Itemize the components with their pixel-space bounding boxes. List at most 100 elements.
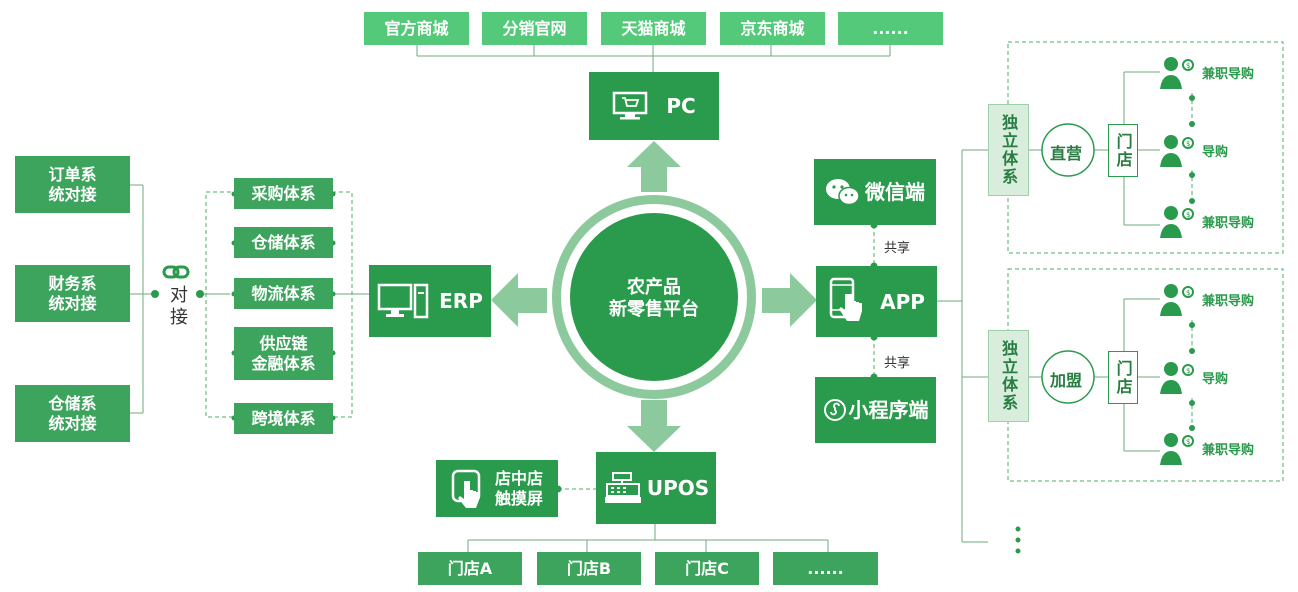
- store-label: 门店B: [566, 558, 612, 578]
- erp-system-box: 采购体系: [234, 178, 333, 209]
- wechat-box: 微信端: [814, 159, 936, 225]
- shopping-guide-icon: $: [1160, 135, 1194, 167]
- store-label: 门店A: [447, 558, 493, 578]
- guide-label: 兼职导购: [1202, 293, 1255, 309]
- shopping-guide-icon: $: [1160, 362, 1194, 394]
- dock-label: 对 接: [170, 285, 188, 329]
- guide-item: $ 兼职导购: [1160, 431, 1254, 465]
- guide-item: $ 兼职导购: [1160, 55, 1254, 89]
- shopping-guide-icon: $: [1160, 57, 1194, 89]
- erp-system-label: 供应链: [259, 334, 308, 354]
- erp-system-label: 跨境体系: [251, 408, 316, 428]
- desktop-computer-icon: [377, 283, 429, 319]
- erp-system-box: 仓储体系: [234, 227, 333, 258]
- left-system-line2: 统对接: [48, 184, 97, 204]
- independent-system-box: 独立体系: [988, 330, 1029, 422]
- touch-icon: [451, 469, 481, 508]
- upos-label: UPOS: [646, 476, 710, 500]
- monitor-cart-icon: [613, 91, 648, 120]
- left-system-line1: 仓储系: [48, 394, 97, 414]
- platform-line1: 农产品: [627, 277, 681, 299]
- svg-text:$: $: [1186, 140, 1190, 148]
- dock-line1: 对: [170, 285, 188, 306]
- cash-register-icon: [604, 472, 641, 503]
- independent-label: 独立体系: [999, 340, 1019, 412]
- guide-item: $ 导购: [1160, 133, 1228, 167]
- channel-box: 官方商城: [364, 12, 469, 45]
- erp-label: ERP: [439, 289, 483, 313]
- left-system-box: 订单系 统对接: [15, 156, 130, 213]
- erp-system-label: 金融体系: [251, 353, 316, 373]
- independent-system-box: 独立体系: [988, 104, 1029, 196]
- store-label: ......: [807, 558, 844, 578]
- store-node-label: 门店: [1113, 359, 1133, 396]
- miniprogram-icon: [823, 399, 846, 421]
- erp-system-label: 仓储体系: [251, 232, 316, 252]
- channel-label: 分销官网: [502, 18, 567, 38]
- svg-text:$: $: [1186, 367, 1190, 375]
- store-box: 门店B: [537, 552, 641, 585]
- store-box: ......: [773, 552, 878, 585]
- app-box: APP: [816, 266, 937, 337]
- guide-item: $ 兼职导购: [1160, 282, 1254, 316]
- touch-label: 店中店 触摸屏: [495, 469, 543, 507]
- guide-item: $ 导购: [1160, 360, 1228, 394]
- direct-label: 直营: [1050, 144, 1083, 163]
- channel-label: ......: [872, 18, 909, 38]
- erp-system-label: 物流体系: [251, 283, 316, 303]
- shopping-guide-icon: $: [1160, 433, 1194, 465]
- app-label: APP: [880, 289, 925, 314]
- erp-system-box: 供应链 金融体系: [234, 327, 333, 380]
- left-system-box: 财务系 统对接: [15, 265, 130, 322]
- pc-label: PC: [666, 94, 696, 118]
- dock-line2: 接: [170, 307, 188, 328]
- store-node-label: 门店: [1113, 132, 1133, 169]
- guide-label: 兼职导购: [1202, 442, 1255, 458]
- independent-label: 独立体系: [999, 114, 1019, 186]
- pc-box: PC: [589, 72, 719, 140]
- store-box: 门店A: [418, 552, 522, 585]
- left-system-box: 仓储系 统对接: [15, 385, 130, 442]
- franchise-label: 加盟: [1050, 371, 1083, 390]
- channel-box: 分销官网: [482, 12, 587, 45]
- store-node: 门店: [1108, 351, 1138, 404]
- store-label: 门店C: [685, 558, 729, 578]
- shopping-guide-icon: $: [1160, 206, 1194, 238]
- chain-link-icon: [162, 265, 190, 279]
- flow-arrows: [491, 141, 817, 452]
- erp-system-box: 跨境体系: [234, 403, 333, 434]
- shared-label: 共享: [884, 356, 911, 371]
- guide-label: 导购: [1202, 144, 1229, 160]
- channel-box: 京东商城: [720, 12, 825, 45]
- mobile-touch-icon: [829, 277, 863, 321]
- store-node: 门店: [1108, 124, 1138, 177]
- channel-box: ......: [838, 12, 943, 45]
- svg-text:$: $: [1186, 438, 1190, 446]
- svg-text:$: $: [1186, 211, 1190, 219]
- erp-system-box: 物流体系: [234, 278, 333, 309]
- wechat-icon: [826, 179, 860, 206]
- svg-text:$: $: [1186, 289, 1190, 297]
- channel-label: 京东商城: [740, 18, 805, 38]
- guide-label: 导购: [1202, 371, 1229, 387]
- miniprogram-label: 小程序端: [848, 398, 929, 422]
- svg-text:$: $: [1186, 62, 1190, 70]
- touch-line2: 触摸屏: [494, 488, 543, 508]
- left-system-line2: 统对接: [48, 293, 97, 313]
- channel-box: 天猫商城: [601, 12, 706, 45]
- left-system-line1: 订单系: [48, 165, 97, 185]
- erp-box: ERP: [369, 265, 491, 337]
- erp-system-label: 采购体系: [251, 183, 316, 203]
- touch-line1: 店中店: [494, 469, 543, 489]
- store-box: 门店C: [655, 552, 759, 585]
- platform-line2: 新零售平台: [609, 299, 699, 320]
- upos-box: UPOS: [596, 452, 716, 524]
- platform-center: 农产品 新零售平台: [580, 272, 728, 326]
- miniprogram-box: 小程序端: [815, 377, 936, 443]
- channel-label: 官方商城: [384, 18, 449, 38]
- guide-label: 兼职导购: [1202, 215, 1255, 231]
- guide-label: 兼职导购: [1202, 66, 1255, 82]
- wechat-label: 微信端: [865, 180, 925, 204]
- channel-label: 天猫商城: [621, 18, 686, 38]
